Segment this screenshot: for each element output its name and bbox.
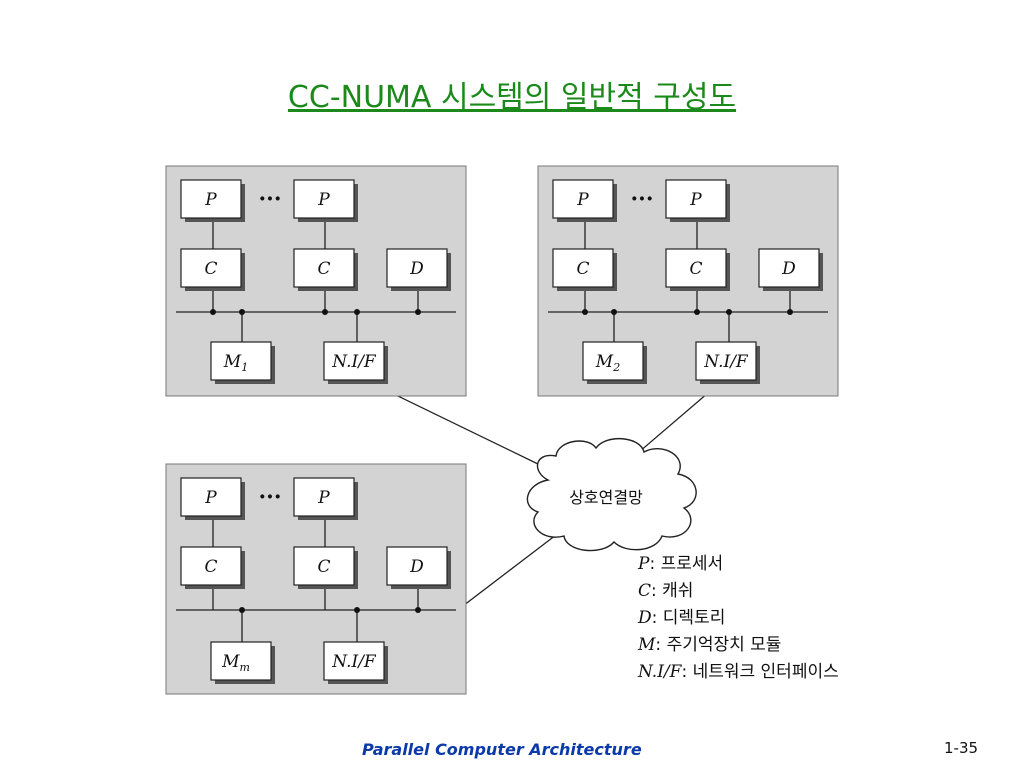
legend-key: C — [638, 581, 652, 601]
processor-label: P — [317, 488, 330, 508]
directory-label: D — [409, 557, 424, 577]
directory-box — [386, 248, 448, 288]
legend-key: D — [638, 608, 652, 628]
cache-label: C — [576, 259, 589, 279]
svg-text:M2: M2 — [595, 352, 620, 374]
directory-label: D — [781, 259, 796, 279]
processor-label: P — [204, 488, 217, 508]
page-number: 1-35 — [944, 739, 979, 757]
memory-box — [582, 341, 644, 381]
legend-item: P: 프로세서 — [638, 554, 724, 574]
ellipsis: ··· — [259, 484, 282, 510]
legend-item: N.I/F: 네트워크 인터페이스 — [638, 662, 839, 682]
legend-desc: 네트워크 인터페이스 — [692, 662, 839, 682]
legend-item: M: 주기억장치 모듈 — [638, 635, 782, 655]
cache-label: C — [204, 259, 217, 279]
cache-label: C — [204, 557, 217, 577]
ellipsis: ··· — [259, 186, 282, 212]
network-interface-label: N.I/F — [331, 652, 377, 672]
memory-box — [210, 341, 272, 381]
legend-key: P — [638, 554, 650, 574]
legend-desc: 디렉토리 — [662, 608, 726, 628]
processor-box — [665, 179, 727, 219]
svg-text:M1: M1 — [223, 352, 248, 374]
legend-desc: 캐쉬 — [662, 581, 694, 601]
ellipsis: ··· — [631, 186, 654, 212]
processor-label: P — [689, 190, 702, 210]
processor-box — [293, 477, 355, 517]
legend: P: 프로세서 C: 캐쉬 D: 디렉토리 M: 주기억장치 모듈 N.I/F:… — [638, 551, 839, 686]
network-interface-box — [323, 641, 385, 681]
directory-box — [386, 546, 448, 586]
legend-desc: 주기억장치 모듈 — [666, 635, 782, 655]
processor-label: P — [317, 190, 330, 210]
cache-box — [293, 546, 355, 586]
memory-label: M — [223, 352, 242, 372]
legend-desc: 프로세서 — [660, 554, 724, 574]
directory-label: D — [409, 259, 424, 279]
cache-box — [180, 546, 242, 586]
network-interface-box — [695, 341, 757, 381]
processor-label: P — [576, 190, 589, 210]
slide-title: CC-NUMA 시스템의 일반적 구성도 — [287, 80, 737, 115]
memory-subscript: 1 — [241, 361, 248, 374]
cache-box — [293, 248, 355, 288]
network-label: 상호연결망 — [569, 488, 643, 507]
network-interface-label: N.I/F — [331, 352, 377, 372]
cache-box — [665, 248, 727, 288]
cache-label: C — [689, 259, 702, 279]
network-interface-box — [323, 341, 385, 381]
interconnect-cloud: 상호연결망 — [526, 437, 697, 552]
memory-label: M — [595, 352, 614, 372]
svg-text:Mm: Mm — [221, 652, 250, 674]
legend-item: C: 캐쉬 — [638, 581, 694, 601]
memory-subscript: 2 — [612, 361, 620, 374]
node-1: P ··· P C C D M1 N.I/F — [165, 165, 467, 397]
node-3: P ··· P C C D Mm N.I/F — [165, 463, 467, 695]
cache-box — [180, 248, 242, 288]
processor-label: P — [204, 190, 217, 210]
processor-box — [180, 477, 242, 517]
legend-key: M — [638, 635, 656, 655]
processor-box — [293, 179, 355, 219]
cache-label: C — [317, 259, 330, 279]
footer-course-title: Parallel Computer Architecture — [362, 740, 642, 759]
network-interface-label: N.I/F — [703, 352, 749, 372]
node-2: P ··· P C C D M2 N.I/F — [537, 165, 839, 397]
cache-label: C — [317, 557, 330, 577]
memory-subscript: m — [239, 661, 249, 674]
legend-item: D: 디렉토리 — [638, 608, 726, 628]
processor-box — [180, 179, 242, 219]
memory-box — [210, 641, 272, 681]
processor-box — [552, 179, 614, 219]
legend-key: N.I/F — [638, 662, 682, 682]
cache-box — [552, 248, 614, 288]
memory-label: M — [221, 652, 240, 672]
directory-box — [758, 248, 820, 288]
